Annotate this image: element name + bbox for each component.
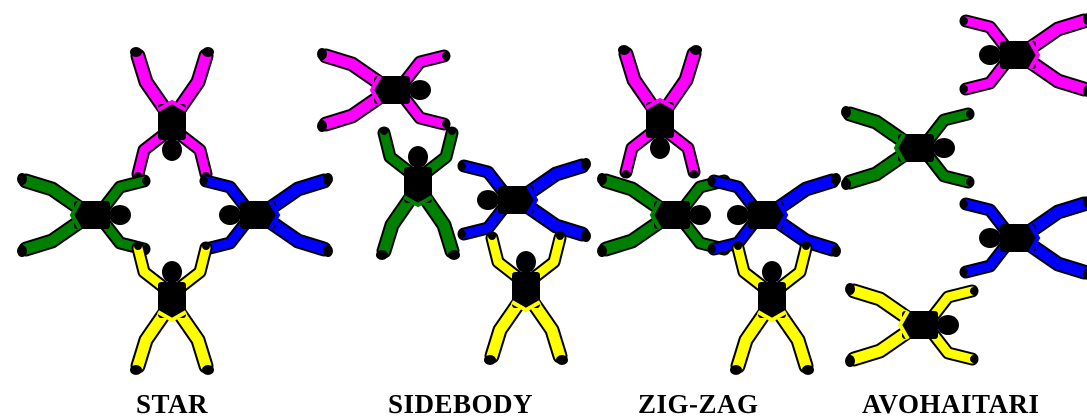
formation-avohaitari — [841, 13, 1087, 367]
skydiver-yellow — [730, 242, 814, 375]
formation-sidebody — [317, 48, 591, 365]
skydiver-formations — [0, 0, 1087, 385]
formation-star — [17, 47, 333, 375]
formation-zigzag — [597, 45, 841, 375]
skydiver-magenta — [618, 45, 702, 178]
skydiver-blue — [458, 158, 591, 242]
skydiver-magenta — [130, 47, 214, 180]
skydiver-magenta — [317, 48, 450, 132]
skydiver-blue — [200, 173, 333, 257]
caption-zigzag: ZIG-ZAG — [638, 388, 759, 420]
skydiver-blue — [960, 196, 1087, 280]
skydiver-blue — [708, 173, 841, 257]
skydiver-green — [17, 173, 150, 257]
skydiver-green — [376, 127, 460, 260]
skydiver-green — [841, 106, 974, 190]
caption-avohaitari: AVOHAITARI — [862, 388, 1040, 420]
caption-sidebody: SIDEBODY — [388, 388, 533, 420]
skydiver-yellow — [130, 242, 214, 375]
skydiver-yellow — [845, 283, 978, 367]
skydiver-yellow — [484, 232, 568, 365]
skydiver-magenta — [960, 13, 1087, 97]
caption-star: STAR — [136, 388, 208, 420]
